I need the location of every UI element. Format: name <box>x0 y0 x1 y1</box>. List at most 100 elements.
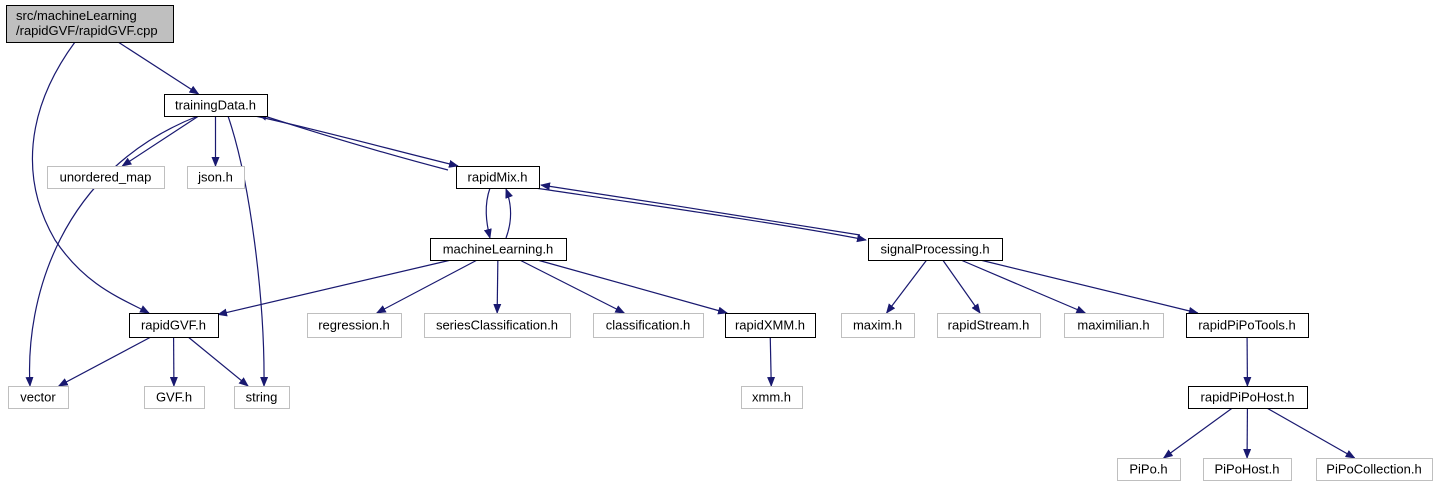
node-seriesClassification: seriesClassification.h <box>424 313 571 338</box>
node-box <box>47 166 165 189</box>
node-string: string <box>234 386 290 409</box>
node-box <box>430 238 567 261</box>
node-label: GVF.h <box>156 390 192 405</box>
node-box <box>424 313 571 338</box>
node-maxim: maxim.h <box>841 313 915 338</box>
edge-rapidMix-to-machineLearning <box>483 187 492 239</box>
node-rapidPiPoTools[interactable]: rapidPiPoTools.h <box>1186 313 1309 338</box>
edge-rapidXMM-to-xmm <box>767 336 776 387</box>
edge-trainingData-to-string <box>227 115 269 387</box>
node-label: rapidStream.h <box>948 318 1030 333</box>
node-box <box>741 386 803 409</box>
edge-root-to-rapidGVFh <box>31 41 150 314</box>
node-rapidMix[interactable]: rapidMix.h <box>456 166 540 189</box>
node-rapidPiPoHost[interactable]: rapidPiPoHost.h <box>1188 386 1308 409</box>
edge-rapidGVFh-to-vector <box>57 336 152 387</box>
node-box <box>129 313 219 338</box>
edge-machineLearning-to-rapidXMM <box>537 259 729 315</box>
node-label: regression.h <box>318 318 390 333</box>
edge-machineLearning-to-classification <box>519 259 626 314</box>
node-box <box>8 386 69 409</box>
node-box <box>1188 386 1308 409</box>
node-box <box>6 5 174 43</box>
node-label: PiPo.h <box>1129 462 1167 477</box>
node-label: PiPoCollection.h <box>1326 462 1421 477</box>
node-label: PiPoHost.h <box>1214 462 1279 477</box>
node-xmm: xmm.h <box>741 386 803 409</box>
node-label: maxim.h <box>853 318 902 333</box>
node-box <box>164 94 268 117</box>
node-box <box>937 313 1041 338</box>
node-label: rapidGVF.h <box>141 318 206 333</box>
node-regression: regression.h <box>307 313 402 338</box>
node-GVF: GVF.h <box>144 386 205 409</box>
edge-signalProcessing-to-maxim <box>885 259 928 314</box>
edge-machineLearning-to-rapidMix <box>505 188 513 239</box>
edge-signalProcessing-to-rapidStream <box>942 259 981 314</box>
node-maximilian: maximilian.h <box>1064 313 1164 338</box>
edge-machineLearning-to-seriesClassification <box>493 259 502 314</box>
edge-rapidMix-to-trainingData <box>257 112 449 171</box>
node-machineLearning[interactable]: machineLearning.h <box>430 238 567 261</box>
node-json: json.h <box>187 166 245 189</box>
node-box <box>187 166 245 189</box>
node-box <box>1186 313 1309 338</box>
node-classification: classification.h <box>593 313 704 338</box>
node-PiPo: PiPo.h <box>1117 458 1181 481</box>
node-label: json.h <box>197 170 233 185</box>
edge-machineLearning-to-regression <box>375 259 478 314</box>
node-label: rapidPiPoHost.h <box>1201 390 1295 405</box>
edge-signalProcessing-to-rapidMix <box>540 182 861 236</box>
edge-signalProcessing-to-rapidPiPoTools <box>980 259 1199 315</box>
node-unordered_map: unordered_map <box>47 166 165 189</box>
node-box <box>1203 458 1292 481</box>
node-label: string <box>246 390 278 405</box>
node-label: machineLearning.h <box>443 242 554 257</box>
node-label: unordered_map <box>60 170 152 185</box>
node-box <box>841 313 915 338</box>
node-box <box>307 313 402 338</box>
node-box <box>593 313 704 338</box>
edge-rapidMix-to-signalProcessing <box>534 187 867 243</box>
node-label: vector <box>20 390 56 405</box>
node-label: xmm.h <box>752 390 791 405</box>
node-box <box>144 386 205 409</box>
node-label: maximilian.h <box>1077 318 1149 333</box>
node-label: rapidXMM.h <box>735 318 805 333</box>
node-rapidGVFh[interactable]: rapidGVF.h <box>129 313 219 338</box>
node-box <box>1117 458 1181 481</box>
edge-rapidPiPoHost-to-PiPoCollection <box>1266 407 1356 459</box>
edge-machineLearning-to-rapidGVFh <box>217 259 452 317</box>
edge-trainingData-to-rapidMix <box>254 115 459 168</box>
node-PiPoHost: PiPoHost.h <box>1203 458 1292 481</box>
node-label: src/machineLearning/rapidGVF/rapidGVF.cp… <box>16 8 158 38</box>
node-rapidStream: rapidStream.h <box>937 313 1041 338</box>
node-label: signalProcessing.h <box>880 242 989 257</box>
node-rapidXMM[interactable]: rapidXMM.h <box>725 313 816 338</box>
edges-layer <box>25 41 1356 459</box>
node-box <box>456 166 540 189</box>
nodes-layer: src/machineLearning/rapidGVF/rapidGVF.cp… <box>6 5 1433 481</box>
node-box <box>725 313 816 338</box>
edge-rapidPiPoHost-to-PiPo <box>1162 407 1233 459</box>
node-vector: vector <box>8 386 69 409</box>
edge-signalProcessing-to-maximilian <box>960 259 1087 314</box>
node-label: seriesClassification.h <box>436 318 558 333</box>
edge-root-to-trainingData <box>117 41 200 95</box>
node-box <box>1064 313 1164 338</box>
node-box <box>868 238 1003 261</box>
node-label: rapidPiPoTools.h <box>1198 318 1296 333</box>
node-label: rapidMix.h <box>468 170 528 185</box>
node-label: classification.h <box>606 318 691 333</box>
node-PiPoCollection: PiPoCollection.h <box>1316 458 1433 481</box>
node-box <box>1316 458 1433 481</box>
edge-trainingData-to-unordered_map <box>121 115 200 167</box>
node-label: trainingData.h <box>175 98 256 113</box>
node-signalProcessing[interactable]: signalProcessing.h <box>868 238 1003 261</box>
edge-trainingData-to-vector <box>25 115 199 387</box>
node-trainingData[interactable]: trainingData.h <box>164 94 268 117</box>
node-root[interactable]: src/machineLearning/rapidGVF/rapidGVF.cp… <box>6 5 174 43</box>
edge-rapidGVFh-to-string <box>187 336 249 387</box>
node-box <box>234 386 290 409</box>
